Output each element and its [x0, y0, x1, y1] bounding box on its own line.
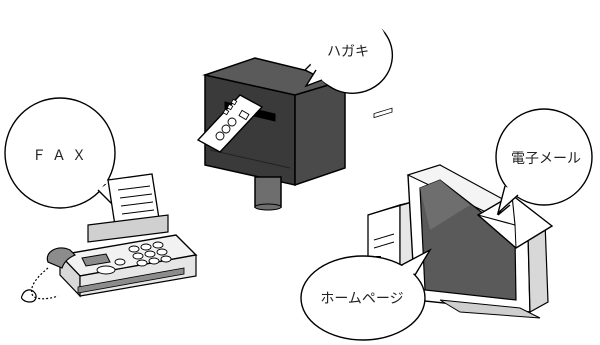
monitor-icon — [406, 164, 549, 319]
email-label: 電子メール — [511, 151, 581, 167]
postcard-icon — [196, 94, 264, 153]
email-bubble: 電子メール — [495, 108, 593, 216]
fax-label: ＦＡＸ — [32, 148, 92, 164]
homepage-bubble: ホームページ — [300, 248, 432, 341]
fax-machine-icon — [20, 173, 198, 303]
post-box-icon — [202, 57, 348, 211]
postcard-bubble: ハガキ — [303, 10, 394, 94]
postcard-label: ハガキ — [327, 44, 369, 60]
homepage-label: ホームページ — [320, 291, 403, 307]
fax-bubble: ＦＡＸ — [4, 97, 120, 213]
